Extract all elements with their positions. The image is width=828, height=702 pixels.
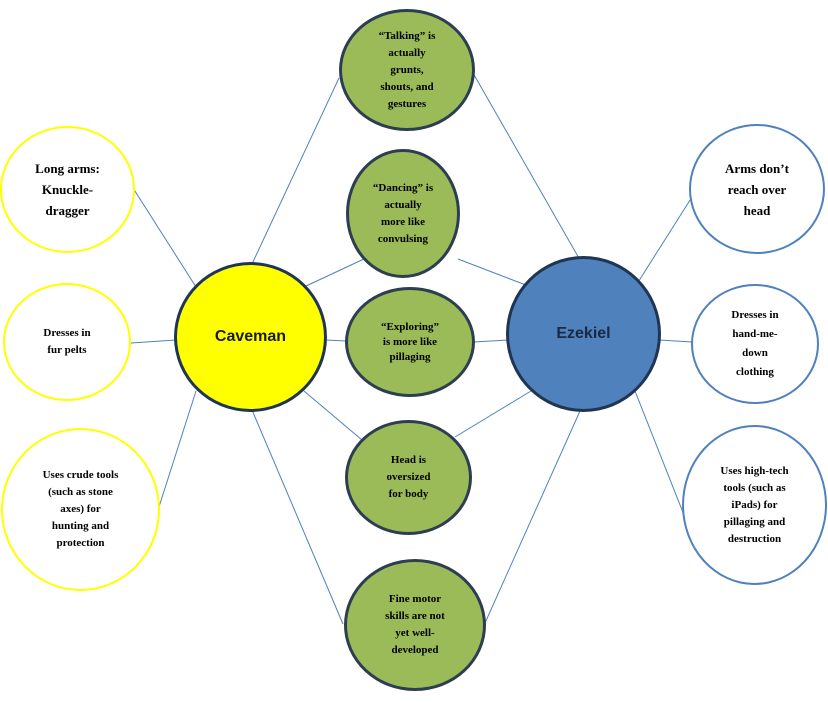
ezekiel-hub-label: Ezekiel (556, 325, 611, 342)
caveman-bubble-label: Long arms: Knuckle- dragger (35, 161, 100, 218)
connector-ezekiel-exploring (473, 339, 509, 343)
connector-ezekiel-high-tech (634, 390, 685, 516)
shared-bubble-label: “Exploring” is more like pillaging (380, 320, 440, 363)
shared-bubble-head: Head is oversized for body (345, 420, 472, 535)
shared-bubble-fine-motor: Fine motor skills are not yet well- deve… (344, 559, 486, 691)
ezekiel-bubble-label: Arms don’t reach over head (725, 160, 789, 218)
connector-caveman-long-arms (132, 187, 197, 288)
caveman-bubble-label: Uses crude tools (such as stone axes) fo… (42, 469, 119, 549)
connector-caveman-fine-motor (251, 409, 344, 625)
connector-caveman-dancing (303, 257, 367, 288)
connector-ezekiel-dancing (457, 258, 532, 288)
caveman-bubble-label: Dresses in fur pelts (43, 327, 91, 356)
shared-bubble-talking: “Talking” is actually grunts, shouts, an… (339, 9, 475, 131)
connector-ezekiel-hand-me-down (658, 339, 693, 343)
connector-caveman-fur-pelts (130, 339, 177, 344)
ezekiel-bubble-arms: Arms don’t reach over head (689, 124, 825, 254)
shared-bubble-label: “Dancing” is actually more like convulsi… (372, 181, 434, 245)
connector-ezekiel-head (454, 390, 532, 438)
connector-ezekiel-fine-motor (484, 410, 581, 624)
connector-caveman-head (303, 390, 363, 441)
shared-bubble-dancing: “Dancing” is actually more like convulsi… (346, 149, 460, 278)
shared-bubble-label: Head is oversized for body (386, 454, 431, 500)
shared-bubble-label: “Talking” is actually grunts, shouts, an… (378, 29, 436, 110)
caveman-hub-label: Caveman (214, 328, 287, 345)
ezekiel-bubble-hand-me-down: Dresses in hand-me- down clothing (691, 284, 819, 404)
caveman-bubble-long-arms: Long arms: Knuckle- dragger (0, 126, 135, 253)
connector-caveman-talking (251, 77, 340, 265)
shared-bubble-label: Fine motor skills are not yet well- deve… (385, 593, 445, 656)
ezekiel-bubble-label: Dresses in hand-me- down clothing (731, 309, 779, 378)
connector-caveman-crude-tools (157, 390, 197, 511)
caveman-hub: Caveman (174, 262, 327, 412)
ezekiel-bubble-high-tech: Uses high-tech tools (such as iPads) for… (682, 425, 827, 585)
caveman-bubble-fur-pelts: Dresses in fur pelts (3, 283, 131, 401)
ezekiel-hub: Ezekiel (506, 256, 661, 412)
connector-ezekiel-talking (472, 72, 581, 261)
shared-bubble-exploring: “Exploring” is more like pillaging (345, 287, 475, 397)
connector-caveman-exploring (325, 339, 347, 342)
ezekiel-bubble-label: Uses high-tech tools (such as iPads) for… (720, 464, 789, 545)
connector-ezekiel-arms (634, 196, 693, 288)
caveman-bubble-crude-tools: Uses crude tools (such as stone axes) fo… (1, 428, 160, 591)
